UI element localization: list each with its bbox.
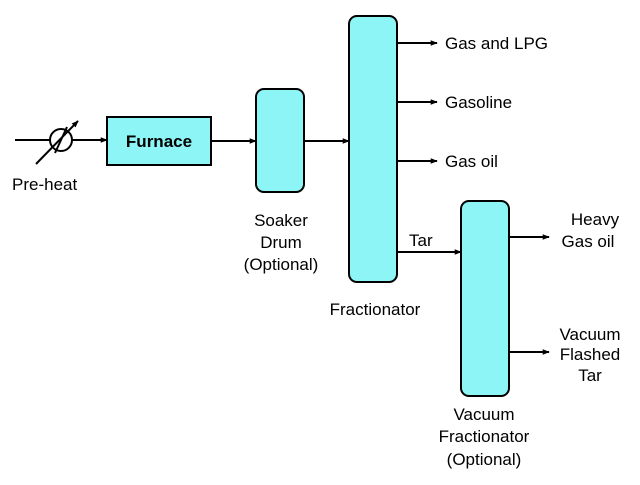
vacuum-fractionator-column [460,200,510,397]
soaker-label-line3: (Optional) [244,255,319,274]
vacuum-flashed-tar-label-line3: Tar [578,366,602,385]
gasoline-label: Gasoline [445,93,512,112]
heat-exchanger-icon [35,120,79,165]
vacuum-fractionator-label-line3: (Optional) [447,450,522,469]
gas-lpg-label: Gas and LPG [445,34,548,53]
preheat-label: Pre-heat [12,175,77,194]
soaker-label-line1: Soaker [254,211,308,230]
furnace-box [106,116,212,166]
heavy-gas-oil-label-line2: Gas oil [562,232,615,251]
vacuum-fractionator-label-line1: Vacuum [453,405,514,424]
tar-label: Tar [409,231,433,250]
gas-oil-label: Gas oil [445,152,498,171]
fractionator-column [348,15,398,283]
fractionator-label: Fractionator [330,300,421,319]
soaker-drum [255,88,305,193]
soaker-label-line2: Drum [260,233,302,252]
furnace-label: Furnace [126,132,192,151]
vacuum-fractionator-label-line2: Fractionator [439,427,530,446]
heavy-gas-oil-label-line1: Heavy [571,210,620,229]
vacuum-flashed-tar-label-line1: Vacuum [559,325,620,344]
vacuum-flashed-tar-label-line2: Flashed [560,345,620,364]
